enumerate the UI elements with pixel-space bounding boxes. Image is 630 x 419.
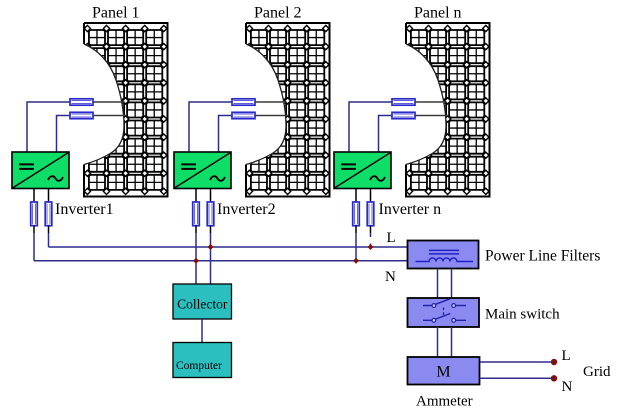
svg-text:M: M — [436, 364, 450, 381]
svg-text:Inverter1: Inverter1 — [55, 201, 114, 218]
svg-text:Ammeter: Ammeter — [416, 394, 473, 410]
svg-text:L: L — [562, 348, 571, 364]
svg-text:Grid: Grid — [583, 364, 611, 380]
svg-text:N: N — [562, 379, 573, 395]
svg-text:L: L — [387, 230, 396, 246]
svg-text:Panel n: Panel n — [414, 5, 462, 22]
svg-text:Power Line Filters: Power Line Filters — [485, 248, 600, 265]
svg-text:Collector: Collector — [177, 297, 228, 312]
svg-text:N: N — [385, 269, 396, 285]
svg-text:Main switch: Main switch — [485, 307, 560, 323]
svg-text:Panel 2: Panel 2 — [254, 5, 302, 22]
svg-text:Panel 1: Panel 1 — [92, 5, 140, 22]
svg-text:Inverter n: Inverter n — [379, 201, 442, 218]
svg-text:Inverter2: Inverter2 — [217, 201, 276, 218]
svg-text:Computer: Computer — [176, 360, 222, 372]
